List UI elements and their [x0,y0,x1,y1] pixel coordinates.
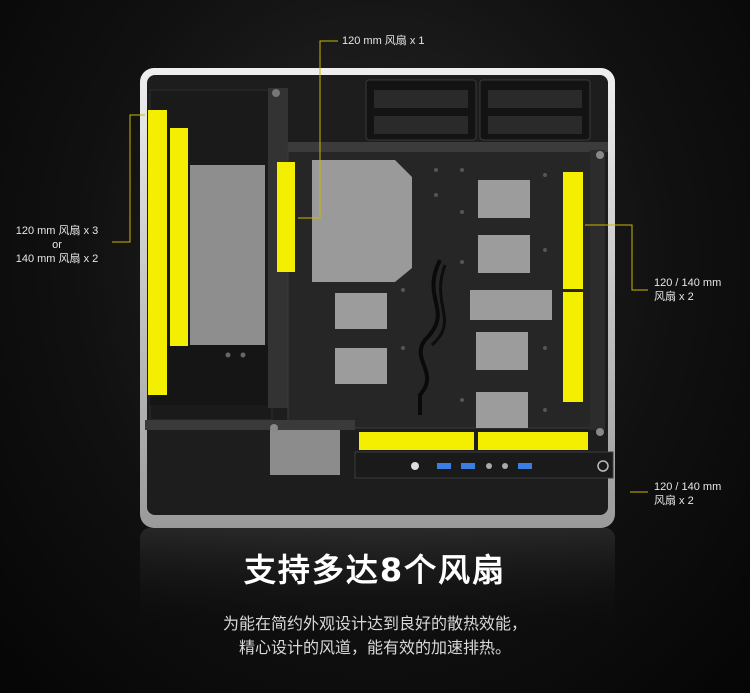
drive-bay [270,430,340,475]
subtitle-line2: 精心设计的风道，能有效的加速排热。 [238,638,511,657]
case-reflection [140,528,615,648]
fan-bottom-1 [359,432,474,450]
callout-line-top [298,40,338,219]
fan-right-1 [563,172,583,289]
callout-right-upper-line2: 风扇 x 2 [654,291,694,303]
callout-right-lower-label: 120 / 140 mm 风扇 x 2 [654,480,721,508]
callout-line-left [112,114,145,243]
fan-right-2 [563,292,583,402]
callout-right-lower-line1: 120 / 140 mm [654,481,722,493]
cpu-cutout [312,160,412,282]
headline: 支持多达8个风扇 [243,551,507,589]
cable-bundle [418,259,442,415]
callout-right-upper-label: 120 / 140 mm 风扇 x 2 [654,276,721,304]
subtitle-line1: 为能在简约外观设计达到良好的散热效能， [222,614,527,633]
bottom-shelf [145,420,355,430]
callout-top-label: 120 mm 风扇 x 1 [342,35,425,47]
callout-right-lower-line2: 风扇 x 2 [654,495,694,507]
callout-left-line1: 120 mm 风扇 x 3 [15,225,99,237]
callout-right-upper-line1: 120 / 140 mm [654,277,722,289]
drive-cage-left [150,345,268,405]
fan-highlights [148,110,588,450]
psu-cover-panel [190,165,265,345]
callout-left-line2: or [52,239,62,251]
right-rail [590,150,605,430]
fan-bottom-2 [478,432,588,450]
fan-top-1 [277,162,295,272]
fan-left-1 [148,110,167,395]
callout-line-right-upper [585,224,648,291]
callout-left-line3: 140 mm 风扇 x 2 [15,253,99,265]
callout-left-label: 120 mm 风扇 x 3 or 140 mm 风扇 x 2 [4,224,110,266]
front-io-panel [354,451,614,479]
fan-left-2 [170,128,188,346]
